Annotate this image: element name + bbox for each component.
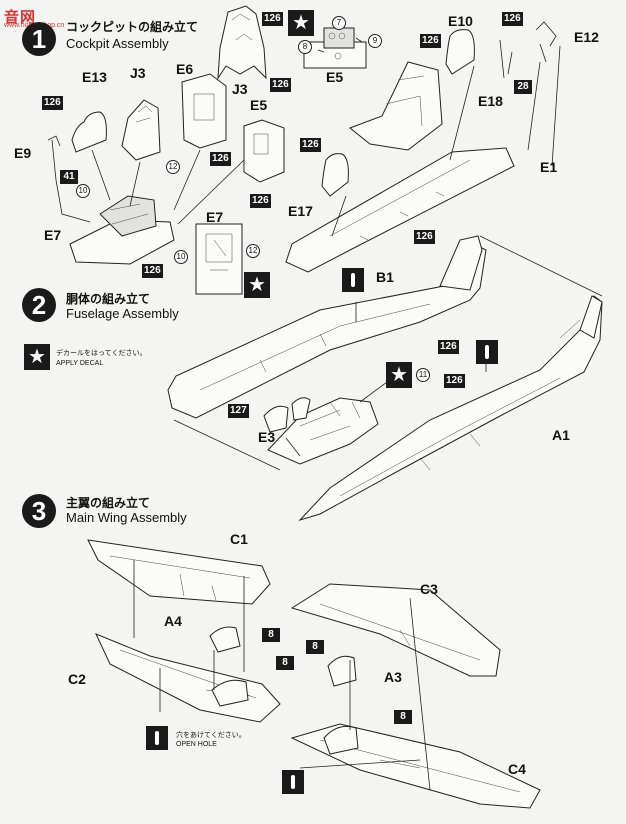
open-hole-icon	[342, 268, 364, 292]
part-label-e7: E7	[44, 227, 62, 243]
paint-code-28: 28	[514, 80, 532, 94]
star-icon: ★	[386, 362, 412, 388]
paint-code-126: 126	[250, 194, 271, 208]
hole-note-en: OPEN HOLE	[176, 741, 217, 748]
part-label-e5-top: E5	[326, 69, 344, 85]
part-a3	[327, 655, 357, 687]
part-label-c2: C2	[68, 671, 86, 687]
part-label-e7-detail: E7	[206, 209, 224, 225]
paint-code-126: 126	[444, 374, 465, 388]
paint-code-8: 8	[394, 710, 412, 724]
paint-code-8: 8	[306, 640, 324, 654]
part-label-j3-top: J3	[232, 81, 248, 97]
hole-note-jp: 穴をあけてください。	[176, 731, 246, 739]
part-e3a	[263, 405, 289, 433]
cockpit-floor-e1	[285, 147, 515, 273]
part-e3b	[291, 397, 311, 421]
armor-e6	[181, 73, 227, 149]
step-2-number: 2	[22, 288, 56, 322]
part-label-e17: E17	[288, 203, 313, 219]
part-label-a4: A4	[164, 613, 182, 629]
step-1-title-jp: コックピットの組み立て	[66, 20, 199, 34]
step-1-title-en: Cockpit Assembly	[66, 36, 169, 51]
seat-e17	[321, 153, 349, 197]
part-label-a3: A3	[384, 669, 402, 685]
decal-number-12: 12	[166, 160, 180, 174]
wing-upper-c1	[87, 539, 271, 605]
part-label-c3: C3	[420, 581, 438, 597]
open-hole-icon	[282, 770, 304, 794]
paint-code-126: 126	[262, 12, 283, 26]
paint-code-126: 126	[438, 340, 459, 354]
part-a4	[209, 626, 241, 653]
part-label-j3: J3	[130, 65, 146, 81]
wing-lower-c2	[95, 633, 281, 723]
decal-number-8: 8	[298, 40, 312, 54]
step-3-title-en: Main Wing Assembly	[66, 510, 187, 525]
decal-number-9: 9	[368, 34, 382, 48]
decal-number-10: 10	[174, 250, 188, 264]
decal-note-en: APPLY DECAL	[56, 360, 104, 367]
part-label-e10: E10	[448, 13, 473, 29]
decal-number-10: 10	[76, 184, 90, 198]
seat-e13	[71, 111, 107, 153]
step-3-number: 3	[22, 494, 56, 528]
star-icon: ★	[24, 344, 50, 370]
step-2-title-jp: 胴体の組み立て	[66, 292, 151, 306]
cockpit-upper	[349, 61, 443, 151]
open-hole-icon	[476, 340, 498, 364]
decal-number-7: 7	[332, 16, 346, 30]
step-1-number: 1	[22, 22, 56, 56]
part-label-e1: E1	[540, 159, 558, 175]
frame-j3	[121, 99, 161, 161]
paint-code-126: 126	[142, 264, 163, 278]
wing-upper-c3	[290, 583, 501, 677]
step-3-title-jp: 主翼の組み立て	[66, 496, 151, 510]
decal-number-11: 11	[416, 368, 430, 382]
paint-code-126: 126	[210, 152, 231, 166]
part-label-e18: E18	[478, 93, 503, 109]
part-label-c1: C1	[230, 531, 248, 547]
seat-e10	[445, 29, 475, 75]
bulkhead-e5	[243, 119, 285, 183]
decal-note-jp: デカールをはってください。	[56, 349, 147, 357]
paint-code-126: 126	[502, 12, 523, 26]
part-label-a1: A1	[552, 427, 570, 443]
floor-detail	[195, 223, 243, 295]
paint-code-127: 127	[228, 404, 249, 418]
step-2-title-en: Fuselage Assembly	[66, 306, 179, 321]
paint-code-8: 8	[262, 628, 280, 642]
watermark-logo: 音网	[4, 8, 37, 26]
canopy-frame-top	[217, 5, 267, 80]
open-hole-icon	[146, 726, 168, 750]
paint-code-126: 126	[414, 230, 435, 244]
star-icon: ★	[244, 272, 270, 298]
paint-code-126: 126	[42, 96, 63, 110]
paint-code-41: 41	[60, 170, 78, 184]
part-label-e6: E6	[176, 61, 194, 77]
star-icon: ★	[288, 10, 314, 36]
paint-code-126: 126	[270, 78, 291, 92]
part-label-b1: B1	[376, 269, 394, 285]
decal-number-12: 12	[246, 244, 260, 258]
part-label-e3: E3	[258, 429, 276, 445]
part-label-e13: E13	[82, 69, 107, 85]
part-label-e9: E9	[14, 145, 32, 161]
part-label-e12: E12	[574, 29, 599, 45]
paint-code-126: 126	[300, 138, 321, 152]
paint-code-8: 8	[276, 656, 294, 670]
part-label-c4: C4	[508, 761, 526, 777]
paint-code-126: 126	[420, 34, 441, 48]
part-label-e5: E5	[250, 97, 268, 113]
